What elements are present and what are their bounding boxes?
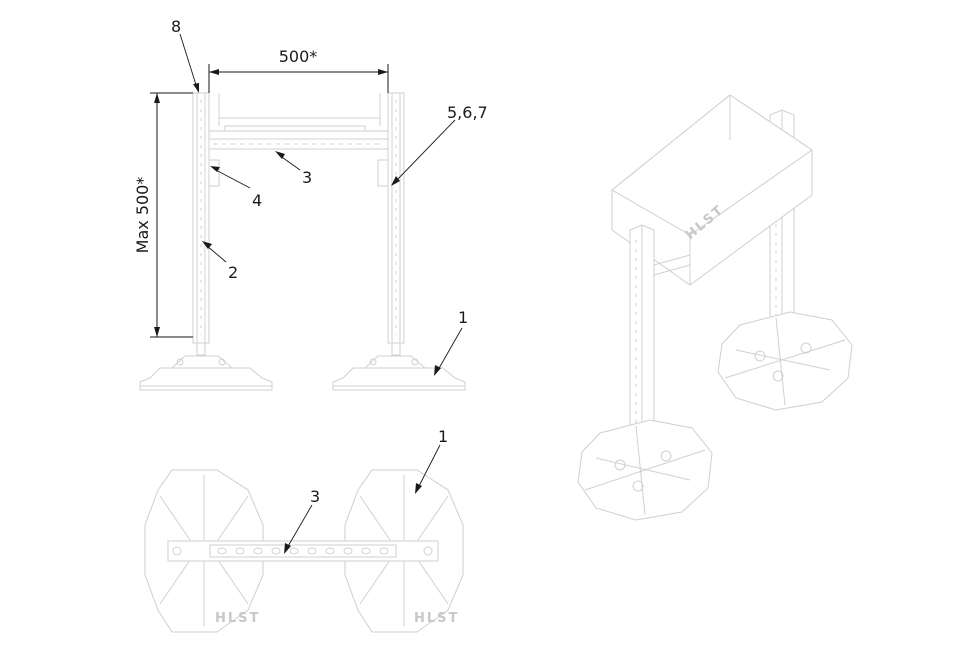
right-upright <box>387 92 405 356</box>
leader-8: 8 <box>171 17 199 93</box>
left-foot <box>139 355 273 391</box>
callout-5-6-7: 5,6,7 <box>447 103 488 122</box>
iso-crossbox: HLST <box>611 94 813 286</box>
front-view: 500* Max 500* 8 5,6,7 3 <box>133 17 488 391</box>
top-view: HLST HLST <box>144 427 464 633</box>
right-foot <box>332 355 466 391</box>
height-dimension: Max 500* <box>133 92 193 338</box>
leader-1-front: 1 <box>434 308 468 376</box>
callout-1-front: 1 <box>458 308 468 327</box>
callout-3-top: 3 <box>310 487 320 506</box>
leader-3-front: 3 <box>275 151 312 187</box>
callout-3-front: 3 <box>302 168 312 187</box>
isometric-view: HLST <box>577 94 853 521</box>
width-dimension: 500* <box>208 47 389 93</box>
callout-2: 2 <box>228 263 238 282</box>
leader-1-top: 1 <box>415 427 448 494</box>
leader-2: 2 <box>202 241 238 282</box>
iso-front-foot <box>577 419 713 521</box>
width-dimension-label: 500* <box>279 47 318 66</box>
leader-5-6-7: 5,6,7 <box>391 103 488 186</box>
callout-8: 8 <box>171 17 181 36</box>
cross-bar <box>208 93 389 150</box>
foot-logo-left: HLST <box>215 611 260 626</box>
foot-logo-right: HLST <box>414 611 459 626</box>
height-dimension-label: Max 500* <box>133 177 152 254</box>
callout-1-top: 1 <box>438 427 448 446</box>
leader-3-top: 3 <box>284 487 320 554</box>
left-upright <box>192 92 210 356</box>
top-cross-bar <box>167 540 439 562</box>
leader-4: 4 <box>210 166 262 210</box>
iso-back-foot <box>717 311 853 411</box>
callout-4: 4 <box>252 191 262 210</box>
